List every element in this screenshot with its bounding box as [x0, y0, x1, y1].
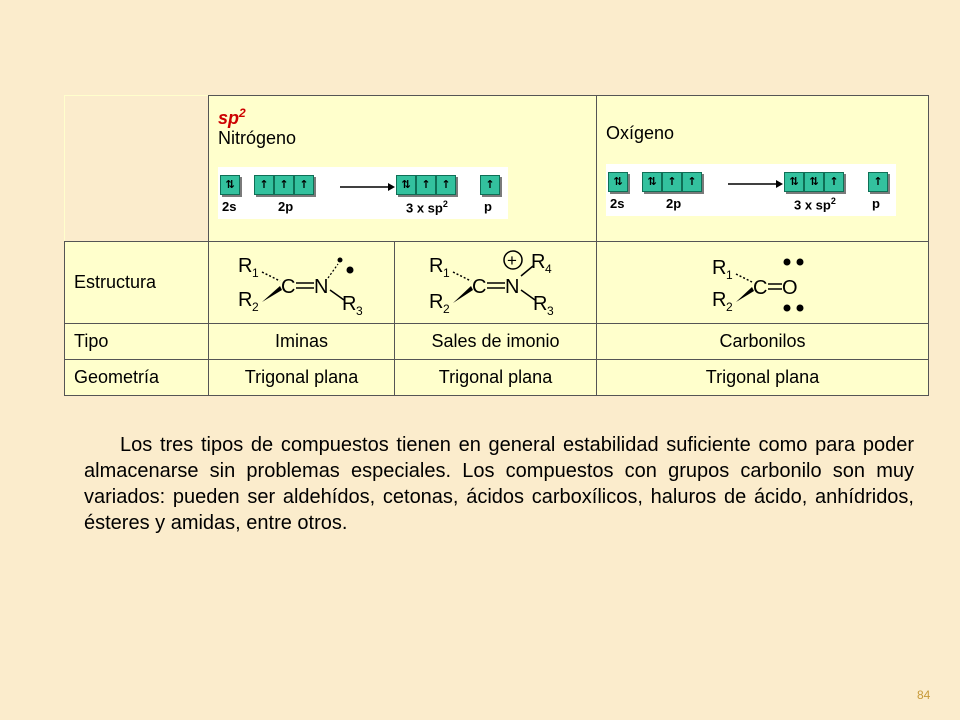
orbital-2p-box: ⇅ — [642, 172, 662, 192]
geometria-row: Geometría Trigonal plana Trigonal plana … — [64, 359, 929, 396]
orbital-p-box: ↑ — [480, 175, 500, 195]
orbital-2p-box: ↑ — [662, 172, 682, 192]
oxygen-orbital-diagram: ⇅ ⇅ ↑ ↑ ⇅ ⇅ ↑ ↑ 2s 2p 3 x sp2 p — [606, 164, 896, 216]
tipo-label: Tipo — [64, 323, 209, 360]
svg-text:C: C — [472, 276, 486, 298]
svg-text:R: R — [533, 293, 547, 315]
oxygen-label: Oxígeno — [606, 123, 675, 143]
orbital-2p-box: ↑ — [274, 175, 294, 195]
nitrogen-label: Nitrógeno — [218, 128, 297, 148]
hybridization-table: sp2 Nitrógeno ⇅ ↑ ↑ ↑ ⇅ ↑ ↑ ↑ 2s 2p 3 x … — [64, 95, 929, 396]
nitrogen-header-cell: sp2 Nitrógeno ⇅ ↑ ↑ ↑ ⇅ ↑ ↑ ↑ 2s 2p 3 x … — [208, 95, 597, 242]
page-number: 84 — [917, 688, 931, 702]
geometria-sales-imonio: Trigonal plana — [394, 359, 597, 396]
svg-text:2: 2 — [443, 302, 450, 316]
svg-text:N: N — [314, 276, 328, 298]
svg-text:3: 3 — [356, 304, 363, 318]
label-2p: 2p — [666, 196, 682, 211]
orbital-2p-box: ↑ — [254, 175, 274, 195]
svg-text:R: R — [238, 255, 252, 277]
label-2s: 2s — [222, 199, 237, 214]
svg-text:4: 4 — [545, 262, 552, 276]
svg-text:R: R — [429, 291, 443, 313]
svg-text:1: 1 — [443, 266, 450, 280]
orbital-2s-box: ⇅ — [608, 172, 628, 192]
svg-text:R: R — [712, 289, 726, 311]
hybridization-label: sp2 — [218, 106, 246, 128]
orbital-sp2-box: ↑ — [824, 172, 844, 192]
nitrogen-orbital-diagram: ⇅ ↑ ↑ ↑ ⇅ ↑ ↑ ↑ 2s 2p 3 x sp2 p — [218, 167, 508, 219]
geometria-carbonilos: Trigonal plana — [596, 359, 929, 396]
iminium-structure: R 1 R 2 C N + R 4 R 3 — [429, 249, 554, 318]
oxygen-header-cell: Oxígeno ⇅ ⇅ ↑ ↑ ⇅ ⇅ ↑ ↑ 2s 2p 3 x sp2 p — [596, 95, 929, 242]
svg-text:+: + — [507, 251, 517, 270]
orbital-sp2-box: ⇅ — [784, 172, 804, 192]
imine-structure-cell: R 1 R 2 C N R 3 — [208, 241, 395, 324]
svg-text:O: O — [782, 277, 798, 299]
iminium-structure-cell: R 1 R 2 C N + R 4 R 3 — [394, 241, 597, 324]
orbital-sp2-box: ⇅ — [804, 172, 824, 192]
header-row: sp2 Nitrógeno ⇅ ↑ ↑ ↑ ⇅ ↑ ↑ ↑ 2s 2p 3 x … — [64, 95, 929, 242]
orbital-sp2-box: ⇅ — [396, 175, 416, 195]
label-p: p — [872, 196, 880, 211]
empty-corner — [64, 95, 209, 242]
svg-text:1: 1 — [726, 268, 733, 282]
orbital-2p-box: ↑ — [682, 172, 702, 192]
geometria-label: Geometría — [64, 359, 209, 396]
svg-text:R: R — [712, 257, 726, 279]
tipo-iminas: Iminas — [208, 323, 395, 360]
svg-text:R: R — [429, 255, 443, 277]
tipo-carbonilos: Carbonilos — [596, 323, 929, 360]
svg-text:R: R — [531, 251, 545, 273]
label-sp2: 3 x sp2 — [794, 196, 836, 213]
svg-text:2: 2 — [252, 300, 259, 314]
svg-text:C: C — [753, 277, 767, 299]
orbital-2s-box: ⇅ — [220, 175, 240, 195]
svg-text:R: R — [342, 293, 356, 315]
label-p: p — [484, 199, 492, 214]
label-2p: 2p — [278, 199, 294, 214]
orbital-sp2-box: ↑ — [436, 175, 456, 195]
arrow-right-icon — [340, 183, 395, 191]
imine-structure: R 1 R 2 C N R 3 — [238, 255, 363, 318]
arrow-right-icon — [728, 180, 783, 188]
svg-text:2: 2 — [726, 300, 733, 314]
tipo-sales-imonio: Sales de imonio — [394, 323, 597, 360]
svg-text:3: 3 — [547, 304, 554, 318]
label-sp2: 3 x sp2 — [406, 199, 448, 216]
structure-row: Estructura R 1 R 2 C N R 3 — [64, 241, 929, 324]
body-paragraph: Los tres tipos de compuestos tienen en g… — [84, 434, 914, 534]
tipo-row: Tipo Iminas Sales de imonio Carbonilos — [64, 323, 929, 360]
orbital-sp2-box: ↑ — [416, 175, 436, 195]
orbital-2p-box: ↑ — [294, 175, 314, 195]
orbital-p-box: ↑ — [868, 172, 888, 192]
estructura-label: Estructura — [64, 241, 209, 324]
svg-text:R: R — [238, 289, 252, 311]
label-2s: 2s — [610, 196, 625, 211]
carbonyl-structure: R 1 R 2 C O — [712, 257, 803, 314]
svg-text:N: N — [505, 276, 519, 298]
svg-text:1: 1 — [252, 266, 259, 280]
carbonyl-structure-cell: R 1 R 2 C O — [596, 241, 929, 324]
geometria-iminas: Trigonal plana — [208, 359, 395, 396]
svg-text:C: C — [281, 276, 295, 298]
